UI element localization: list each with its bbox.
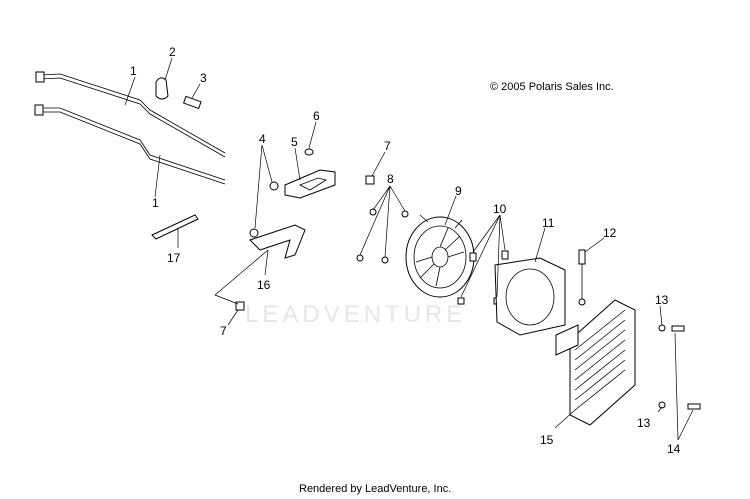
part-1-cable-upper — [35, 71, 226, 158]
part-7-bolt-lower — [235, 301, 245, 311]
callout-6: 6 — [313, 109, 320, 123]
callout-1-lower: 1 — [152, 196, 159, 210]
part-16-bracket — [249, 224, 306, 259]
callout-3: 3 — [200, 71, 207, 85]
callout-15: 15 — [540, 433, 554, 447]
part-5-bracket — [284, 169, 336, 199]
part-3-bolt — [182, 95, 202, 110]
callout-10: 10 — [493, 202, 507, 216]
footer-text: Rendered by LeadVenture, Inc. — [299, 483, 451, 495]
leader-lines — [124, 57, 694, 441]
callout-13-upper: 13 — [655, 293, 669, 307]
watermark-text: LEADVENTURE — [245, 301, 466, 328]
callout-2: 2 — [169, 45, 176, 59]
callout-7-lower: 7 — [220, 324, 227, 338]
part-2-clip — [155, 77, 169, 100]
callout-12: 12 — [603, 226, 617, 240]
part-14-bolts — [671, 325, 701, 410]
callout-16: 16 — [257, 278, 271, 292]
callout-8: 8 — [387, 172, 394, 186]
callout-17: 17 — [167, 251, 181, 265]
callout-7-upper: 7 — [384, 139, 391, 153]
callout-11: 11 — [542, 216, 555, 230]
part-13-washers — [658, 324, 666, 409]
part-4-grommet-upper — [269, 181, 279, 191]
part-1-cable-lower — [34, 104, 226, 185]
callout-4: 4 — [259, 132, 266, 146]
part-7-bolt-upper — [365, 175, 375, 185]
part-9-fan — [405, 214, 475, 298]
callouts: 1 1 2 3 4 5 6 7 7 8 9 10 11 12 13 13 14 … — [130, 45, 681, 456]
callout-5: 5 — [291, 135, 298, 149]
part-8-screws — [356, 208, 409, 264]
part-4-grommet-lower — [249, 228, 259, 238]
callout-14: 14 — [667, 442, 681, 456]
callout-9: 9 — [455, 184, 462, 198]
part-11-shroud — [494, 257, 566, 336]
part-15-radiator — [555, 299, 636, 426]
callout-1-upper: 1 — [130, 64, 137, 78]
part-17-strap — [151, 214, 199, 240]
part-6-nut — [304, 148, 314, 156]
callout-13-lower: 13 — [637, 416, 651, 430]
copyright-text: © 2005 Polaris Sales Inc. — [490, 81, 614, 93]
watermark: LEADVENTURE — [245, 301, 466, 328]
part-12-sensor — [578, 249, 586, 306]
